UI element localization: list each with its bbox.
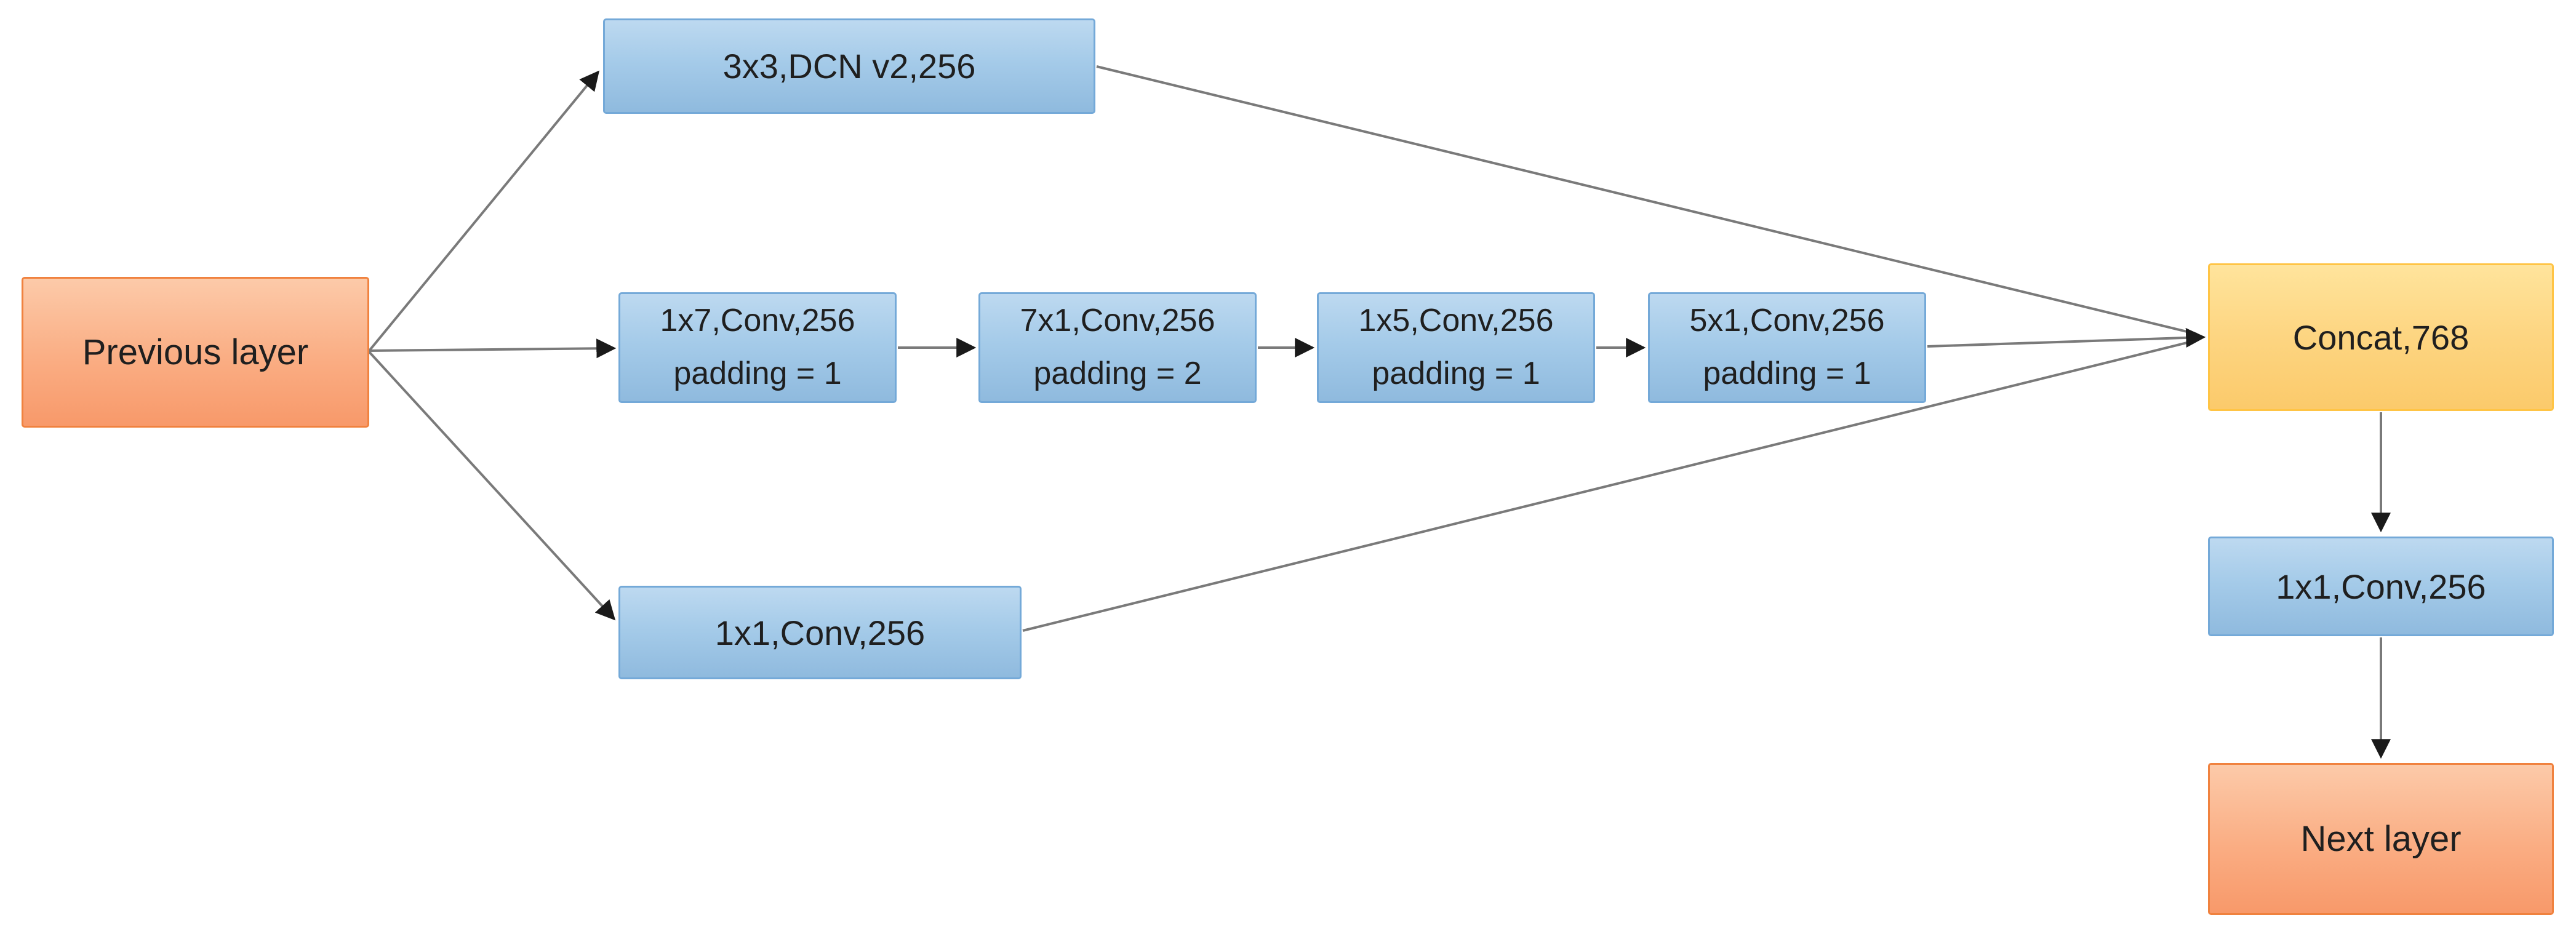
edge-conv5x1-to-concat bbox=[1927, 327, 2206, 348]
edge-conv1x1-to-concat bbox=[1022, 339, 2198, 632]
node-conv-5x1: 5x1,Conv,256 padding = 1 bbox=[1648, 292, 1926, 403]
node-conv-1x7-label: 1x7,Conv,256 bbox=[660, 303, 855, 339]
node-conv-1x1-branch: 1x1,Conv,256 bbox=[618, 586, 1022, 679]
node-conv-7x1-label: 7x1,Conv,256 bbox=[1020, 303, 1215, 339]
node-conv-1x1-branch-label: 1x1,Conv,256 bbox=[714, 613, 926, 652]
node-conv-1x5: 1x5,Conv,256 padding = 1 bbox=[1317, 292, 1595, 403]
node-dcn-branch-label: 3x3,DCN v2,256 bbox=[722, 47, 976, 86]
node-concat: Concat,768 bbox=[2208, 263, 2554, 411]
node-conv-1x5-padding: padding = 1 bbox=[1372, 356, 1540, 391]
edge-previous-to-conv1x7 bbox=[369, 338, 617, 359]
node-conv-1x7: 1x7,Conv,256 padding = 1 bbox=[618, 292, 897, 403]
node-conv-5x1-padding: padding = 1 bbox=[1703, 356, 1871, 391]
node-conv-1x7-padding: padding = 1 bbox=[673, 356, 842, 391]
node-concat-label: Concat,768 bbox=[2292, 317, 2470, 357]
node-next-layer-label: Next layer bbox=[2300, 819, 2462, 859]
node-next-layer: Next layer bbox=[2208, 763, 2554, 915]
node-dcn-branch: 3x3,DCN v2,256 bbox=[603, 18, 1095, 114]
node-previous-layer-label: Previous layer bbox=[82, 332, 309, 372]
node-conv-5x1-label: 5x1,Conv,256 bbox=[1689, 303, 1885, 339]
edge-previous-to-dcn bbox=[368, 70, 600, 352]
node-conv-7x1: 7x1,Conv,256 padding = 2 bbox=[978, 292, 1257, 403]
edge-previous-to-conv1x1 bbox=[368, 351, 616, 621]
node-previous-layer: Previous layer bbox=[22, 277, 369, 428]
node-conv-1x1-out: 1x1,Conv,256 bbox=[2208, 537, 2554, 636]
node-conv-7x1-padding: padding = 2 bbox=[1033, 356, 1202, 391]
node-conv-1x5-label: 1x5,Conv,256 bbox=[1358, 303, 1554, 339]
edge-dcn-to-concat bbox=[1096, 65, 2198, 335]
node-conv-1x1-out-label: 1x1,Conv,256 bbox=[2276, 567, 2486, 606]
